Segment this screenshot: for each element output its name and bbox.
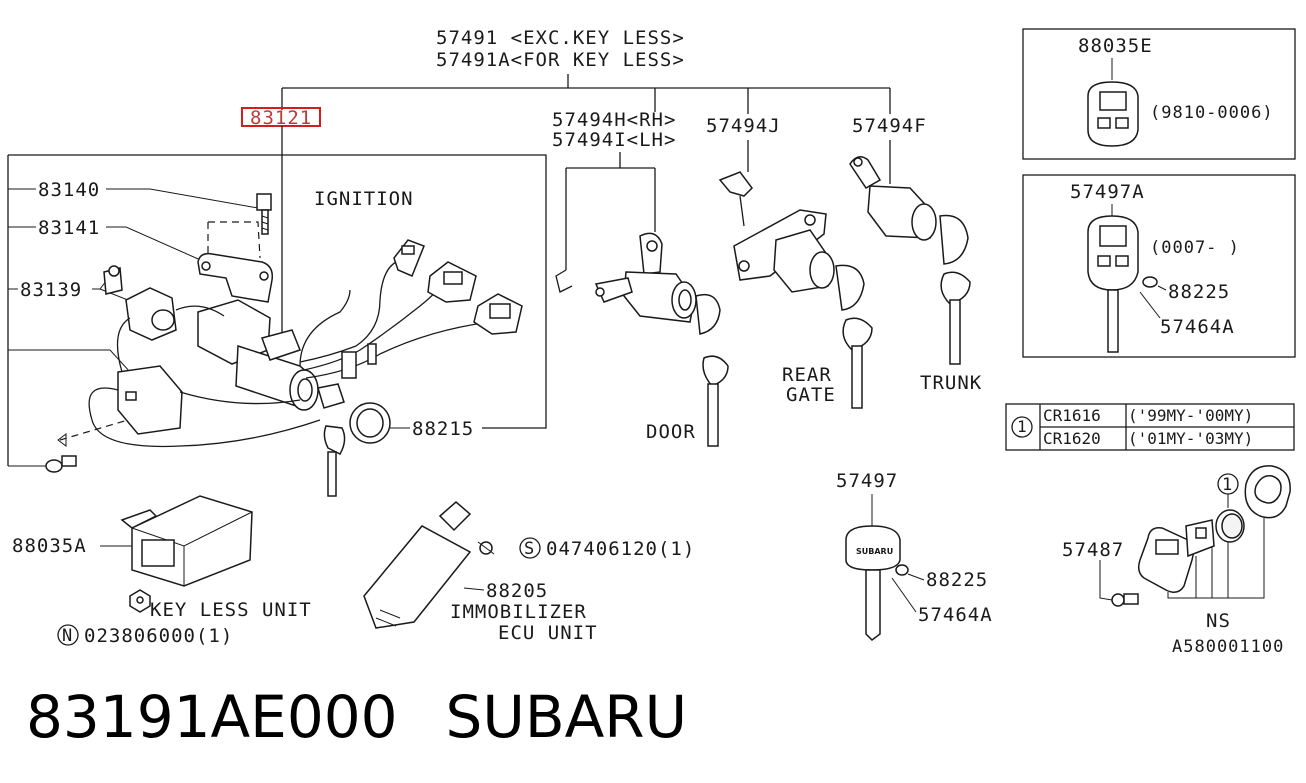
part-83141-label: 83141 (38, 217, 100, 239)
part-88225-b-label: 88225 (926, 569, 988, 591)
part-57494f-label: 57494F (852, 115, 927, 137)
trunk-label: TRUNK (920, 372, 982, 394)
door-lock-cylinder-icon (555, 232, 729, 447)
door-label: DOOR (646, 421, 696, 443)
diagram-code-label: A580001100 (1172, 637, 1284, 657)
rear-gate-label-2: GATE (786, 384, 836, 406)
immobilizer-label-2: ECU UNIT (498, 622, 598, 644)
screw-icon (45, 455, 77, 473)
battery-row-2-years: ('01MY-'03MY) (1128, 429, 1253, 448)
battery-row-2-type: CR1620 (1043, 429, 1101, 448)
ignition-label: IGNITION (314, 188, 414, 210)
part-83140-label: 83140 (38, 179, 100, 201)
part-57494h-label: 57494H<RH> (552, 109, 676, 131)
keyring-icon (1142, 276, 1158, 288)
keyless-remote-88035e-icon (1087, 81, 1139, 147)
battery-table: 1 CR1616 ('99MY-'00MY) CR1620 ('01MY-'03… (1005, 403, 1295, 451)
key-57497-icon: SUBARU (845, 525, 901, 641)
title-line-1: 57491 <EXC.KEY LESS> (436, 27, 685, 49)
remote-case-icon (1137, 526, 1195, 593)
remote-screw-icon (1111, 593, 1139, 607)
ignition-lock-housing-icon (197, 299, 319, 411)
part-57464a-b-label: 57464A (918, 604, 993, 626)
part-57497a-code: (0007- ) (1150, 238, 1240, 258)
battery-icon (1215, 509, 1245, 543)
ns-label: NS (1206, 610, 1231, 632)
highlight-part-label[interactable]: 83121 (250, 107, 312, 129)
title-line-2: 57491A<FOR KEY LESS> (436, 49, 685, 71)
remote-cover-icon (1244, 465, 1291, 519)
ecu-screw-icon (477, 541, 495, 555)
part-88035e-code: (9810-0006) (1150, 103, 1274, 123)
clamp-83141-icon (197, 252, 274, 303)
part-88215-label: 88215 (412, 418, 474, 440)
part-57494i-label: 57494I<LH> (552, 129, 676, 151)
circuit-board-icon (1185, 519, 1215, 558)
rear-gate-lock-icon (718, 171, 873, 409)
footer-part-number: 83191AE000 (26, 683, 398, 751)
keyless-unit-label: KEY LESS UNIT (150, 599, 312, 621)
ring-88215-icon (349, 402, 391, 444)
part-57497a-label: 57497A (1070, 181, 1145, 203)
nut-icon (129, 589, 151, 613)
keyless-unit-icon (120, 495, 253, 587)
part-023806000-label: 023806000(1) (84, 625, 233, 647)
keyring-2-icon (895, 564, 909, 576)
ignition-key-icon (317, 383, 346, 497)
part-57494j-label: 57494J (706, 115, 781, 137)
part-57487-label: 57487 (1062, 539, 1124, 561)
part-83139-label: 83139 (20, 279, 82, 301)
footer-part-info: 83191AE000 SUBARU (26, 682, 687, 752)
key-switch-sensor-icon (103, 265, 225, 373)
box-57497a (1022, 174, 1296, 358)
footer-brand: SUBARU (445, 683, 688, 751)
key-57497a-icon (1087, 215, 1139, 353)
ignition-group-frame (8, 154, 547, 429)
immobilizer-label-1: IMMOBILIZER (450, 601, 587, 623)
box-88035e (1022, 28, 1296, 160)
antenna-module-icon (88, 365, 321, 448)
part-57464a-a-label: 57464A (1160, 316, 1235, 338)
bolt-83140-icon (256, 193, 272, 235)
circle-n-symbol: N (62, 626, 73, 646)
rear-gate-label-1: REAR (782, 364, 832, 386)
part-88035a-label: 88035A (12, 535, 87, 557)
part-57497-label: 57497 (836, 470, 898, 492)
connector-2-icon (427, 261, 477, 303)
battery-row-1-years: ('99MY-'00MY) (1128, 406, 1253, 425)
circle-1-symbol: 1 (1222, 475, 1233, 495)
battery-marker: 1 (1017, 417, 1027, 436)
circle-s-symbol: S (524, 539, 535, 559)
part-88225-a-label: 88225 (1168, 281, 1230, 303)
connector-3-icon (473, 293, 523, 335)
part-88035e-label: 88035E (1078, 35, 1153, 57)
key-logo-text: SUBARU (856, 547, 893, 556)
part-047406120-label: 047406120(1) (546, 538, 695, 560)
immobilizer-ecu-icon (363, 501, 472, 629)
part-88205-label: 88205 (486, 580, 548, 602)
trunk-lock-icon (849, 156, 971, 365)
battery-row-1-type: CR1616 (1043, 406, 1101, 425)
connector-1-icon (393, 239, 425, 277)
highlight-box[interactable] (241, 107, 321, 127)
